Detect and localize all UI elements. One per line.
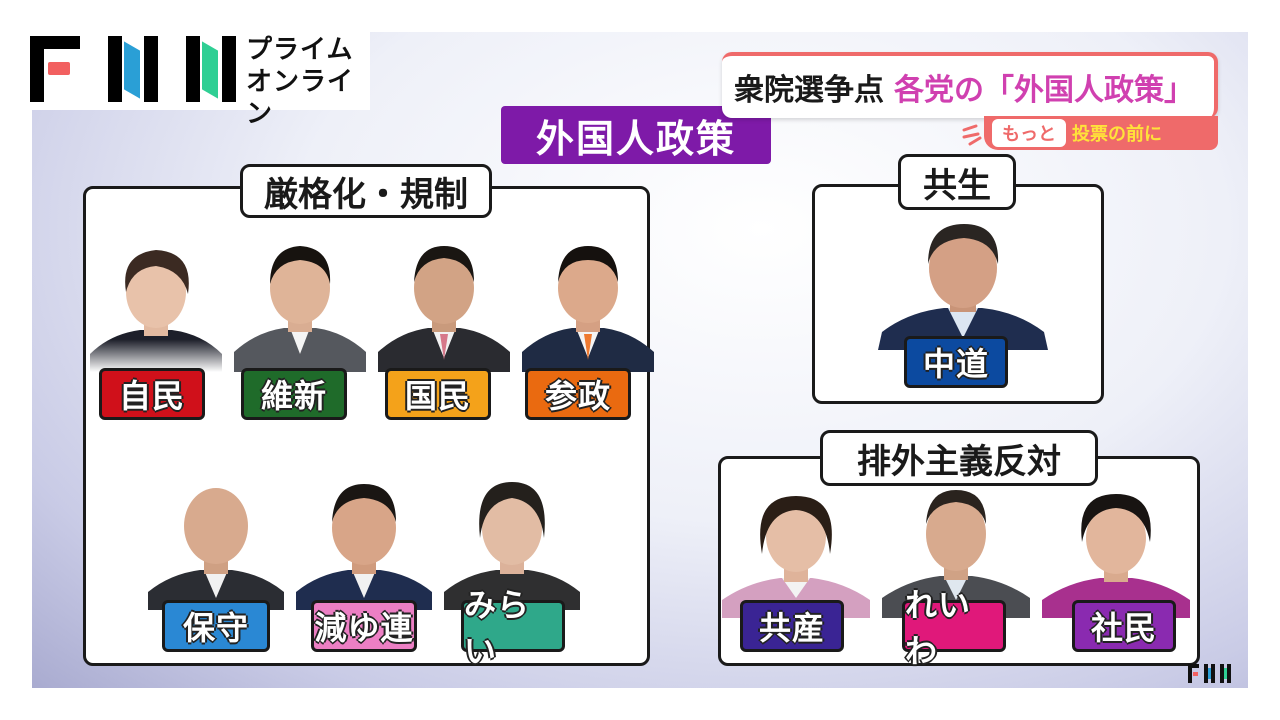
portrait-sansei [522,238,654,372]
portrait-shamin [1042,488,1190,618]
person-silhouette-icon [522,246,654,372]
watermark-n2-icon [1220,664,1231,683]
party-badge-mirai: みらい [461,586,565,670]
program-tag-motto: もっと [992,119,1066,147]
panel-title-coexistence: 共生 [898,154,1016,210]
program-tag-title: 投票の前に [1072,124,1162,145]
panel-title-anti-xenophobia: 排外主義反対 [820,430,1098,486]
portrait-hoshu [148,478,284,610]
fnn-letter-n2-icon [186,36,236,102]
fnn-letter-f-icon [30,36,80,102]
watermark-n1-icon [1204,664,1215,683]
headline-prefix: 衆院選争点 [734,73,884,108]
person-silhouette-icon [722,496,870,618]
portrait-kokumin [378,238,510,372]
headline-topic: 各党の「外国人政策」 [894,73,1194,108]
fnn-letter-n1-icon [108,36,158,102]
portrait-jimin [90,242,222,372]
person-silhouette-icon [90,242,222,372]
portrait-ishin [234,238,366,372]
party-badge-ishin: 維新 [241,368,347,420]
panel-title-strict-regulation: 厳格化・規制 [240,164,492,218]
person-silhouette-icon [378,246,510,372]
logo-subtitle-line1: プライム [246,35,354,65]
watermark-f-icon [1188,664,1199,683]
party-badge-shamin: 社民 [1072,600,1176,652]
party-badge-genyuren: 減ゆ連 [311,600,417,652]
party-badge-kyosan: 共産 [740,600,844,652]
party-badge-kokumin: 国民 [385,368,491,420]
portrait-genyuren [296,478,432,610]
fnn-prime-online-logo: プライム オンライン [0,0,370,129]
fnn-watermark [1188,664,1231,683]
headline-banner: 衆院選争点 各党の「外国人政策」 [722,52,1218,118]
party-badge-reiwa: れいわ [902,586,1006,670]
party-badge-jimin: 自民 [99,368,205,420]
party-badge-hoshu: 保守 [162,600,270,652]
portrait-kyosan [722,488,870,618]
logo-subtitle-line2: オンライン [246,67,355,129]
party-badge-sansei: 参政 [525,368,631,420]
portrait-chudo [878,216,1048,350]
program-tag: もっと 投票の前に [984,116,1218,150]
party-badge-chudo: 中道 [904,336,1008,388]
person-silhouette-icon [296,484,432,610]
logo-subtitle: プライム オンライン [246,34,370,130]
fnn-wordmark [30,36,236,102]
person-silhouette-icon [878,224,1048,350]
person-silhouette-icon [234,246,366,372]
person-silhouette-icon [1042,494,1190,618]
person-silhouette-icon [148,488,284,610]
emphasis-spark-icon [962,124,982,146]
